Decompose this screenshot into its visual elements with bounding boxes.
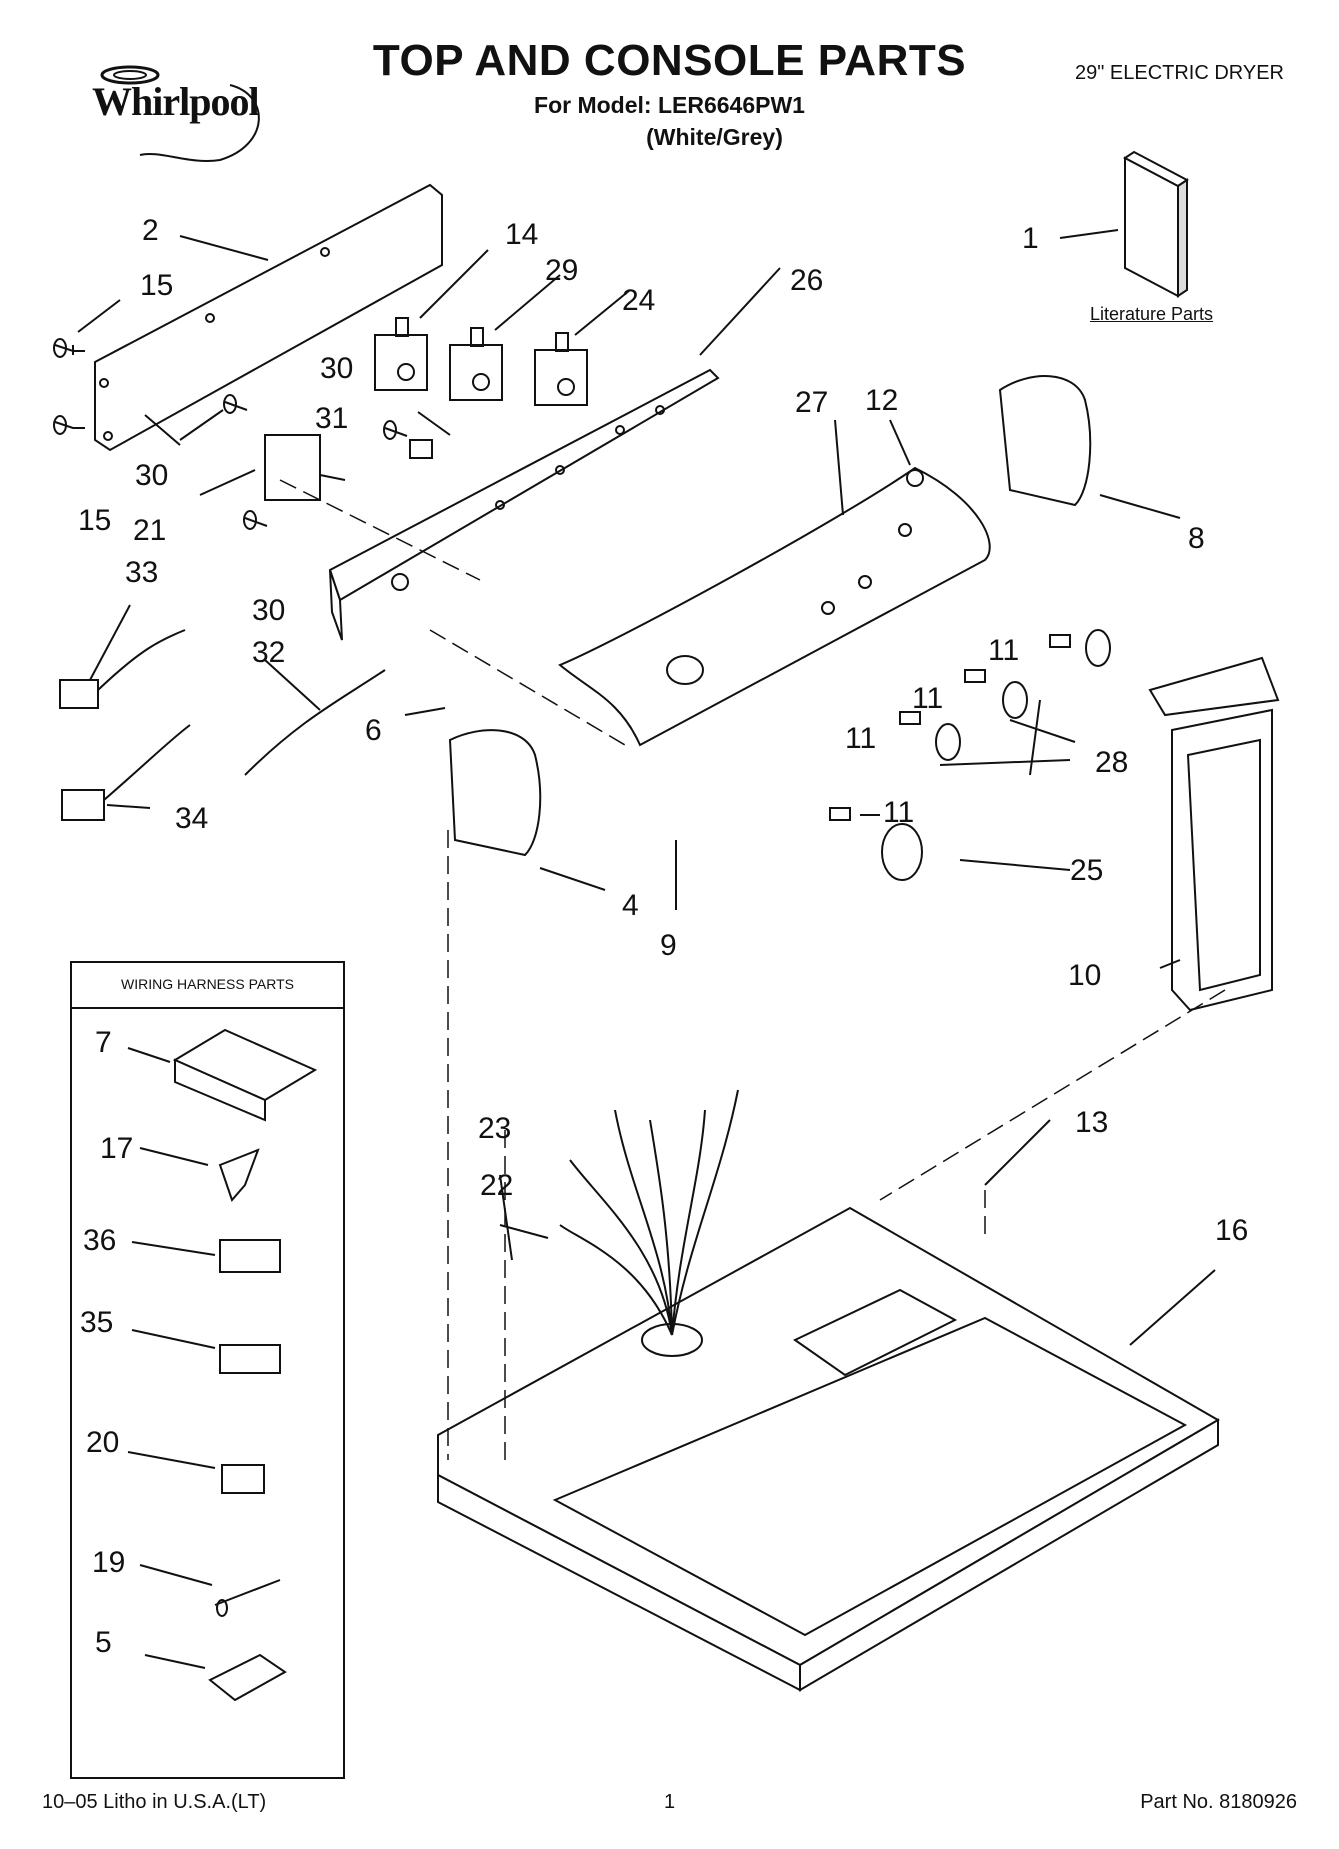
end-cap-icon <box>448 375 1092 857</box>
callout-10: 10 <box>1068 959 1101 992</box>
callout-14: 14 <box>505 218 538 251</box>
footer-litho: 10–05 Litho in U.S.A.(LT) <box>42 1791 267 1813</box>
callout-27: 27 <box>795 386 828 419</box>
connector-icon <box>59 629 386 821</box>
model-line: For Model: LER6646PW1 <box>534 92 805 118</box>
callout-7: 7 <box>95 1026 112 1059</box>
console-bracket-icon <box>328 368 720 641</box>
footer-page-number: 1 <box>663 1791 676 1813</box>
callout-33: 33 <box>125 556 158 589</box>
wire-harness-icon <box>559 1089 739 1336</box>
callout-4: 4 <box>622 889 639 922</box>
callout-29: 29 <box>545 254 578 287</box>
callout-22: 22 <box>480 1169 513 1202</box>
callout-1: 1 <box>1022 222 1039 255</box>
page-title: TOP AND CONSOLE PARTS <box>372 36 967 85</box>
literature-label: Literature Parts <box>1090 304 1214 324</box>
footer-part-number: Part No. 8180926 <box>1140 1791 1297 1813</box>
knob-icon <box>829 629 1111 881</box>
color-line: (White/Grey) <box>646 124 783 150</box>
callout-5: 5 <box>95 1626 112 1659</box>
callout-11d: 11 <box>883 796 914 829</box>
callout-26: 26 <box>790 264 823 297</box>
callout-30b: 30 <box>135 459 168 492</box>
back-plate-icon <box>94 183 443 452</box>
screw-icon <box>53 338 408 530</box>
wiring-harness-title: WIRING HARNESS PARTS <box>70 961 345 1009</box>
callout-21: 21 <box>133 514 166 547</box>
product-type: 29" ELECTRIC DRYER <box>1074 62 1284 84</box>
callout-11c: 11 <box>845 722 876 755</box>
callout-11b: 11 <box>912 682 943 715</box>
callout-15a: 15 <box>140 269 173 302</box>
callout-12: 12 <box>865 384 898 417</box>
console-panel-icon <box>558 466 991 747</box>
callout-32: 32 <box>252 636 285 669</box>
leader-arrows <box>77 229 1216 1669</box>
callout-13: 13 <box>1075 1106 1108 1139</box>
lint-screen-icon <box>1148 656 1280 1012</box>
callout-30a: 30 <box>320 352 353 385</box>
callout-16: 16 <box>1215 1214 1248 1247</box>
callout-23: 23 <box>478 1112 511 1145</box>
callout-15b: 15 <box>78 504 111 537</box>
wiring-harness-box <box>70 961 345 1779</box>
callout-34: 34 <box>175 802 208 835</box>
callout-19: 19 <box>92 1546 125 1579</box>
timer-icon <box>264 434 433 501</box>
rotary-switch-icon <box>374 317 588 406</box>
callout-30c: 30 <box>252 594 285 627</box>
brand-logo: Whirlpool <box>92 79 260 124</box>
callout-2: 2 <box>142 214 159 247</box>
callout-8: 8 <box>1188 522 1205 555</box>
callout-6: 6 <box>365 714 382 747</box>
callout-28: 28 <box>1095 746 1128 779</box>
callout-9: 9 <box>660 929 677 962</box>
brand-swoosh <box>70 55 290 165</box>
callout-20: 20 <box>86 1426 119 1459</box>
dryer-top-icon <box>437 1206 1220 1692</box>
callout-17: 17 <box>100 1132 133 1165</box>
callout-24: 24 <box>622 284 655 317</box>
callout-11a: 11 <box>988 634 1019 667</box>
literature-booklet-icon <box>1123 150 1189 298</box>
callout-31: 31 <box>315 402 348 435</box>
callout-36: 36 <box>83 1224 116 1257</box>
brand-swoosh-icon <box>100 65 260 162</box>
callout-25: 25 <box>1070 854 1103 887</box>
callout-35: 35 <box>80 1306 113 1339</box>
harness-part-icon <box>172 1028 318 1702</box>
